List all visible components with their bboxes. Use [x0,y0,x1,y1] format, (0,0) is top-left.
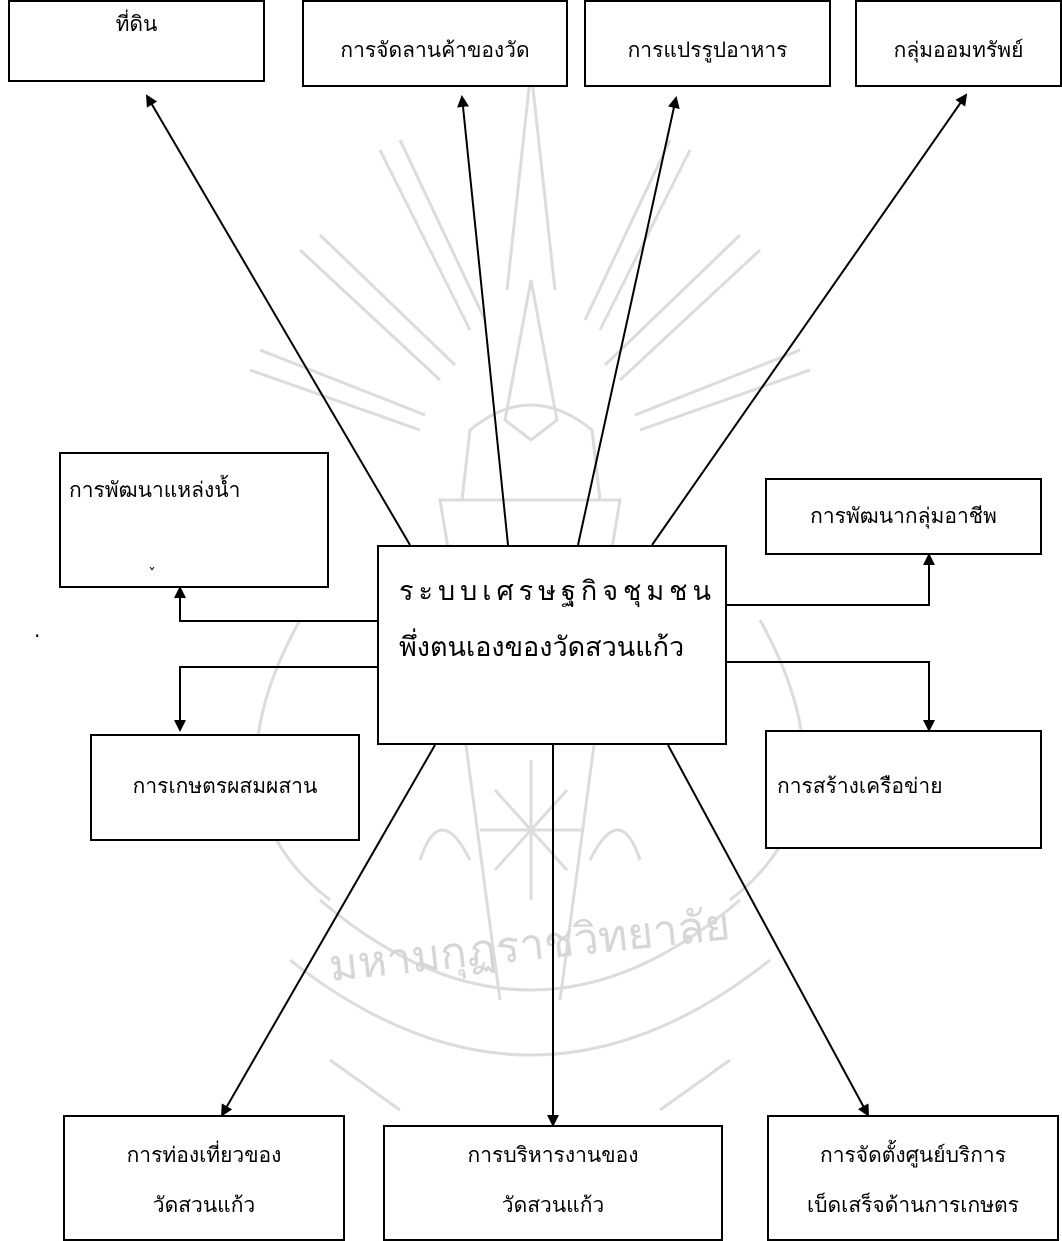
integrated-farming-label: การเกษตรผสมผสาน [132,774,318,798]
management-label-line1: การบริหารงานของ [467,1143,639,1167]
arrow-to-food-processing [577,96,680,546]
stray-dot: . [34,618,41,642]
food-processing-box: การแปรรูปอาหาร [584,0,831,87]
tourism-box: การท่องเที่ยวของ วัดสวนแก้ว [63,1115,345,1241]
one-stop-service-label-line1: การจัดตั้งศูนย์บริการ [819,1143,1006,1167]
central-title-line2: พึ่งตนเองของวัดสวนแก้ว [399,632,685,663]
arrow-to-occupation [727,553,935,606]
food-processing-label: การแปรรูปอาหาร [627,38,788,62]
arrow-to-savings-group [651,93,968,546]
arrow-to-land [145,94,411,546]
arrow-to-tourism [221,744,436,1117]
arrow-to-service [667,744,869,1117]
one-stop-service-label-line2: เบ็ดเสร็จด้านการเกษตร [807,1193,1019,1217]
tourism-label-line1: การท่องเที่ยวของ [126,1143,282,1167]
market-box: การจัดลานค้าของวัด [302,0,568,87]
network-box: การสร้างเครือข่าย [765,730,1042,849]
arrow-to-water [174,586,377,622]
central-system-box: ระบบเศรษฐกิจชุมชน พึ่งตนเองของวัดสวนแก้ว [377,545,727,745]
land-label: ที่ดิน [115,12,158,36]
savings-group-label: กลุ่มออมทรัพย์ [893,38,1024,62]
management-label-line2: วัดสวนแก้ว [501,1193,605,1217]
stray-mark: ˇ [148,565,156,584]
market-label: การจัดลานค้าของวัด [340,38,530,62]
one-stop-service-box: การจัดตั้งศูนย์บริการ เบ็ดเสร็จด้านการเก… [767,1115,1059,1241]
arrow-to-integrated-farming [174,666,377,732]
water-development-label: การพัฒนาแหล่งน้ำ [69,478,241,502]
tourism-label-line2: วัดสวนแก้ว [152,1193,256,1217]
savings-group-box: กลุ่มออมทรัพย์ [855,0,1062,87]
management-box: การบริหารงานของ วัดสวนแก้ว [383,1125,723,1241]
water-development-box: การพัฒนาแหล่งน้ำ [59,452,329,588]
arrow-to-network [727,661,935,732]
land-box: ที่ดิน [8,0,265,82]
occupation-group-label: การพัฒนากลุ่มอาชีพ [810,504,997,528]
occupation-group-box: การพัฒนากลุ่มอาชีพ [765,478,1042,555]
network-label: การสร้างเครือข่าย [777,774,943,798]
integrated-farming-box: การเกษตรผสมผสาน [90,734,360,841]
central-title-line1: ระบบเศรษฐกิจชุมชน [399,576,716,607]
arrow-to-market [457,95,509,546]
